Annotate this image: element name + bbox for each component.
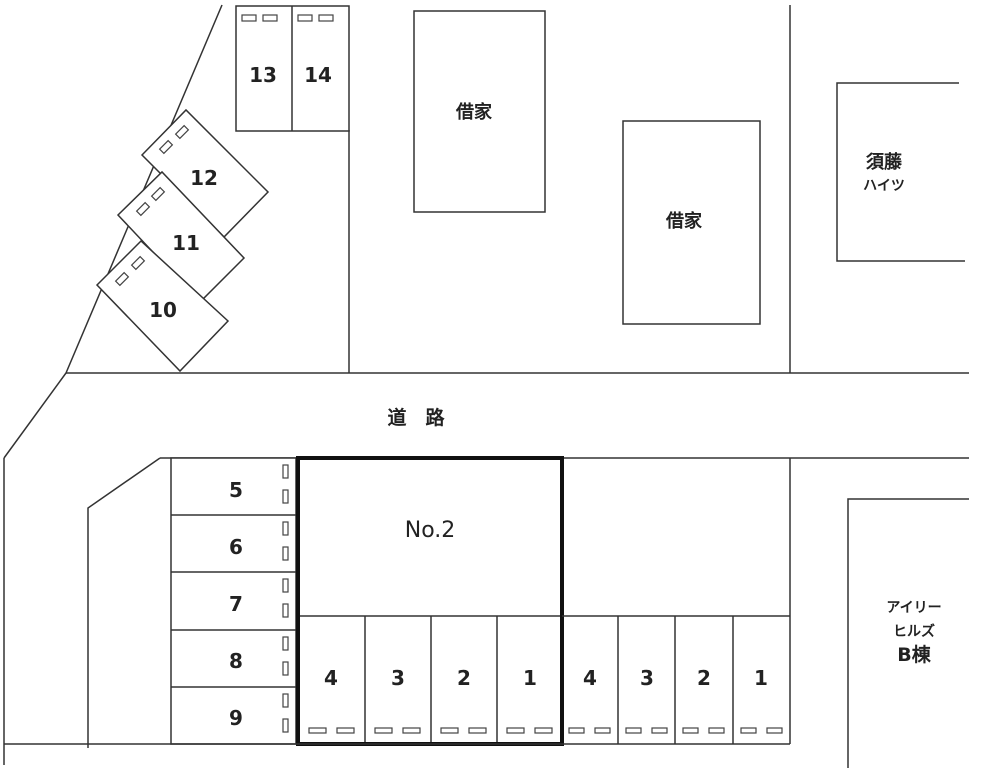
space-8-label: 8	[229, 649, 243, 673]
rental-house-2-label: 借家	[665, 210, 703, 232]
sudo-heights-label-line2: ハイツ	[863, 178, 905, 194]
road: 道 路	[3, 372, 969, 765]
space-7-label: 7	[229, 592, 243, 616]
space-group-left-column: 5 6 7 8 9	[170, 457, 297, 745]
adjacent-space-2-label: 2	[697, 666, 711, 690]
space-group-top: 13 14	[235, 5, 350, 132]
airy-hills-b-building: アイリー ヒルズ B棟	[847, 498, 969, 768]
adjacent-space-1-label: 1	[754, 666, 768, 690]
space-12-label: 12	[190, 166, 218, 190]
rental-house-1: 借家	[413, 10, 546, 213]
space-13-label: 13	[249, 63, 277, 87]
adjacent-space-3-label: 3	[640, 666, 654, 690]
space-14-label: 14	[304, 63, 332, 87]
lot-no2: No.2 4 3 2 1	[296, 456, 564, 746]
lot-no2-space-4-label: 4	[324, 666, 338, 690]
lot-no2-space-1-label: 1	[523, 666, 537, 690]
sudo-heights-label-line1: 須藤	[866, 151, 903, 173]
space-5-label: 5	[229, 478, 243, 502]
road-label: 道 路	[387, 406, 445, 429]
sudo-heights-building: 須藤 ハイツ	[836, 82, 965, 262]
adjacent-space-4-label: 4	[583, 666, 597, 690]
space-6-label: 6	[229, 535, 243, 559]
lot-no2-space-2-label: 2	[457, 666, 471, 690]
rental-house-1-label: 借家	[455, 101, 493, 123]
lot-no2-space-3-label: 3	[391, 666, 405, 690]
lot-adjacent: 4 3 2 1	[4, 458, 791, 745]
space-10-label: 10	[149, 298, 177, 322]
airy-hills-label-line1: アイリー	[886, 600, 941, 616]
airy-hills-label-line3: B棟	[897, 643, 931, 666]
rental-house-2: 借家	[622, 120, 761, 325]
lot-no2-title: No.2	[405, 518, 456, 543]
space-11-label: 11	[172, 231, 200, 255]
space-9-label: 9	[229, 706, 243, 730]
space-group-diagonal: 12 11 10	[95, 108, 270, 373]
airy-hills-label-line2: ヒルズ	[893, 623, 935, 640]
